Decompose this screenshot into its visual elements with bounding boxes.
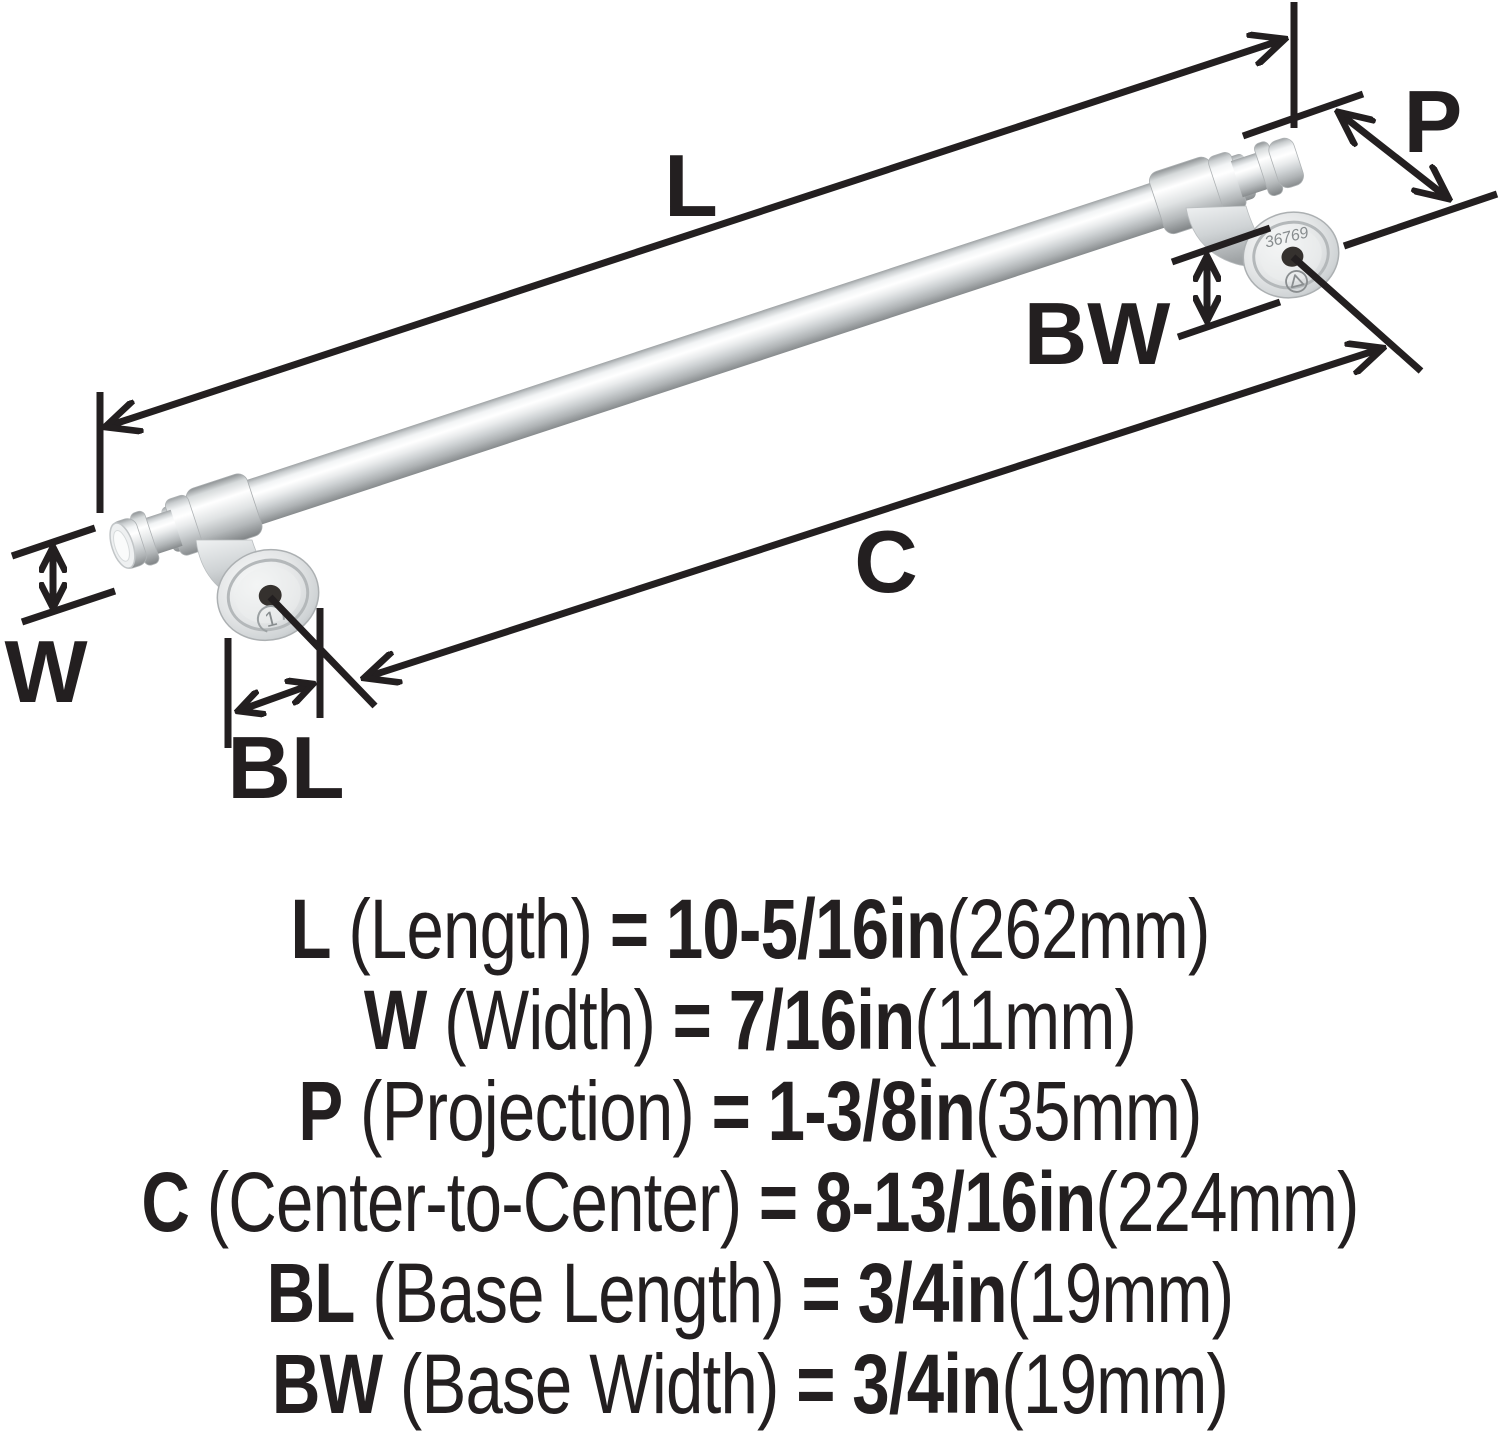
- dimension-C-leader-left: [267, 594, 378, 709]
- spec-metric: (11mm): [914, 973, 1137, 1067]
- dimension-BW: [1170, 224, 1282, 341]
- dimension-W: [10, 524, 117, 626]
- dimension-C-leader-right: [1290, 254, 1424, 374]
- dimension-L: [96, 2, 1298, 513]
- left-base-marking: 1: [263, 607, 280, 632]
- spec-line-width: W (Width) = 7/16in (11mm): [150, 975, 1350, 1066]
- spec-symbol: BW: [271, 1337, 383, 1431]
- spec-line-base-width: BW (Base Width) = 3/4in (19mm): [150, 1339, 1350, 1430]
- dimension-P-tick-lower: [1342, 190, 1499, 250]
- spec-name: (Base Length): [372, 1246, 785, 1340]
- dimension-C-line: [364, 348, 1383, 678]
- dimension-P-tick-upper: [1241, 90, 1365, 140]
- dimension-L-line: [105, 39, 1285, 427]
- spec-equals: =: [609, 882, 649, 976]
- dimension-W-tick-lower: [20, 587, 117, 626]
- spec-metric: (19mm): [1006, 1246, 1234, 1340]
- spec-name: (Projection): [360, 1064, 695, 1158]
- left-base-groove: [226, 558, 310, 632]
- spec-equals: =: [711, 1064, 751, 1158]
- dimension-BW-tick-lower: [1176, 298, 1282, 341]
- spec-line-length: L (Length) = 10-5/16in (262mm): [150, 884, 1350, 975]
- spec-imperial: 10-5/16in: [665, 882, 947, 976]
- spec-metric: (35mm): [974, 1064, 1202, 1158]
- spec-name: (Center-to-Center): [206, 1155, 742, 1249]
- dimension-P: [1241, 90, 1499, 250]
- dimension-W-label: W: [4, 622, 87, 721]
- spec-symbol: BL: [266, 1246, 356, 1340]
- dimension-W-tick-upper: [10, 524, 97, 560]
- spec-name: (Length): [348, 882, 593, 976]
- dimension-L-label: L: [664, 136, 718, 235]
- spec-imperial: 1-3/8in: [767, 1064, 976, 1158]
- dimension-P-label: P: [1404, 72, 1463, 171]
- spec-line-center-to-center: C (Center-to-Center) = 8-13/16in (224mm): [141, 1155, 1359, 1249]
- spec-symbol: P: [298, 1064, 343, 1158]
- spec-equals: =: [796, 1337, 835, 1431]
- spec-symbol: C: [141, 1155, 190, 1249]
- dimension-BW-tick-upper: [1170, 224, 1272, 266]
- spec-symbol: W: [363, 973, 427, 1067]
- spec-line-projection: P (Projection) = 1-3/8in (35mm): [150, 1066, 1350, 1157]
- spec-equals: =: [758, 1155, 798, 1249]
- spec-equals: =: [801, 1246, 841, 1340]
- spec-equals: =: [672, 973, 712, 1067]
- spec-metric: (19mm): [1001, 1337, 1229, 1431]
- dimension-C: [267, 254, 1424, 709]
- spec-imperial: 8-13/16in: [814, 1155, 1096, 1249]
- handle-dimension-diagram: 1 36769 L W: [4, 2, 1499, 817]
- dimension-C-label: C: [854, 512, 918, 611]
- spec-name: (Base Width): [399, 1337, 780, 1431]
- dimension-BW-label: BW: [1024, 284, 1171, 383]
- spec-imperial: 3/4in: [852, 1337, 1002, 1431]
- spec-metric: (262mm): [946, 882, 1210, 976]
- spec-symbol: L: [290, 882, 331, 976]
- spec-imperial: 3/4in: [857, 1246, 1008, 1340]
- dimension-spec-list: L (Length) = 10-5/16in (262mm) W (Width)…: [0, 884, 1500, 1430]
- spec-metric: (224mm): [1095, 1155, 1359, 1249]
- handle-left-tip-face-inner: [113, 530, 130, 562]
- dimension-BL: [224, 608, 324, 748]
- spec-imperial: 7/16in: [728, 973, 916, 1067]
- dimension-BL-arrow: [238, 684, 313, 711]
- right-base-logo-triangle: [1290, 274, 1305, 289]
- dimension-BL-label: BL: [227, 718, 344, 817]
- spec-line-base-length: BL (Base Length) = 3/4in (19mm): [150, 1248, 1350, 1339]
- spec-name: (Width): [444, 973, 656, 1067]
- dimension-P-arrow: [1338, 112, 1449, 199]
